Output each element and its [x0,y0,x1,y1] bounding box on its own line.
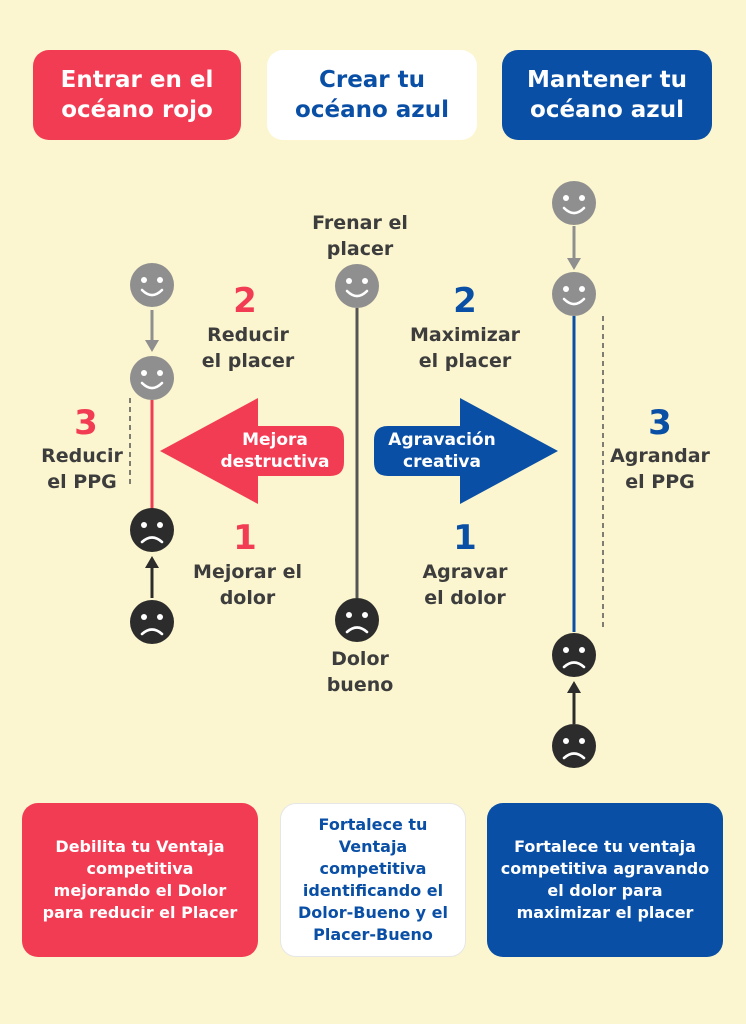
sad-face-icon [333,596,381,644]
smiley-face-icon [333,262,381,310]
sad-face-icon [128,598,176,646]
destructive-arrow-label: Mejora destructiva [220,430,330,472]
right-step-3: 3 [648,403,672,443]
sad-face-icon [550,631,598,679]
left-improve-pain: Mejorar el dolor [193,561,302,609]
footer-red-ocean: Debilita tu Ventaja competitiva mejorand… [22,803,258,957]
left-step-1: 1 [233,518,257,558]
right-maximize-pleasure: Maximizar el placer [409,324,521,372]
footer-keep-blue-ocean: Fortalece tu ventaja competitiva agravan… [487,803,723,957]
header-keep-blue-ocean: Mantener tu océano azul [502,50,712,140]
footer-create-blue-ocean-text: Fortalece tu Ventaja competitiva identif… [297,815,448,944]
center-good-pain: Dolor bueno [326,648,394,696]
right-column [550,179,604,770]
footer-create-blue-ocean: Fortalece tu Ventaja competitiva identif… [280,803,466,957]
smiley-face-icon [550,270,598,318]
smiley-face-icon [128,354,176,402]
destructive-arrow [160,398,344,504]
left-reduce-ppg: Reducir el PPG [41,445,123,493]
center-column [333,262,381,644]
left-column [128,261,176,646]
header-create-blue-ocean-text: Crear tu océano azul [295,67,449,123]
footer-red-ocean-text: Debilita tu Ventaja competitiva mejorand… [42,837,238,922]
header-red-ocean-text: Entrar en el océano rojo [60,67,214,123]
creative-arrow [374,398,558,504]
right-step-1: 1 [453,518,477,558]
center-stop-pleasure: Frenar el placer [312,212,408,260]
header-create-blue-ocean: Crear tu océano azul [267,50,477,140]
left-step-3: 3 [74,403,98,443]
left-reduce-pleasure: Reducir el placer [201,324,295,372]
left-step-2: 2 [233,281,257,321]
smiley-face-icon [128,261,176,309]
right-aggravate-pain: Agravar el dolor [422,561,508,609]
right-step-2: 2 [453,281,477,321]
header-keep-blue-ocean-text: Mantener tu océano azul [526,67,688,123]
right-enlarge-ppg: Agrandar el PPG [610,445,710,493]
header-red-ocean: Entrar en el océano rojo [33,50,241,140]
sad-face-icon [128,506,176,554]
sad-face-icon [550,722,598,770]
smiley-face-icon [550,179,598,227]
creative-arrow-label: Agravación creativa [388,430,496,472]
footer-keep-blue-ocean-text: Fortalece tu ventaja competitiva agravan… [500,837,710,922]
